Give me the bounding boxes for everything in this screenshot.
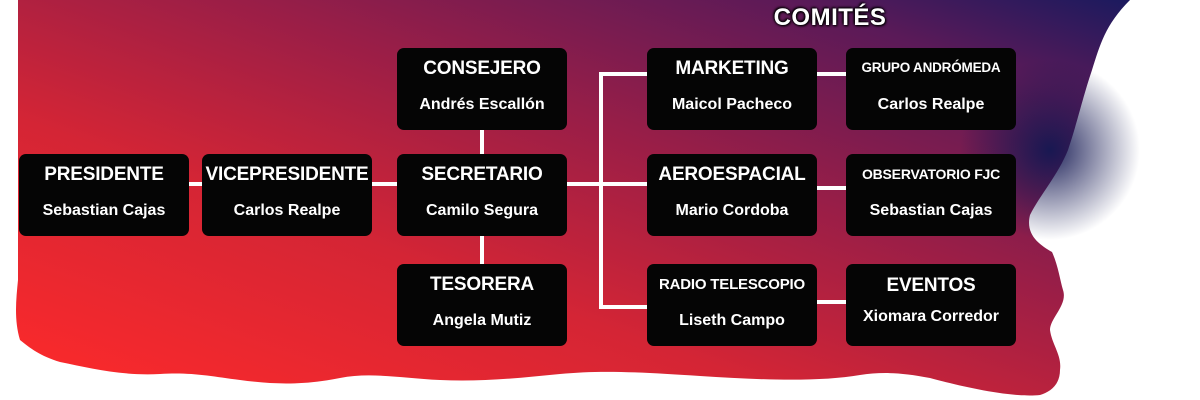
node-person: Sebastian Cajas [42,202,166,219]
node-role: TESORERA [430,274,534,295]
node-role: CONSEJERO [423,58,541,79]
node-presidente: PRESIDENTE Sebastian Cajas [19,154,189,236]
node-person: Maicol Pacheco [671,96,793,113]
node-person: Mario Cordoba [675,202,789,219]
node-person: Xiomara Corredor [862,308,1000,325]
node-person: Sebastian Cajas [869,202,993,219]
node-role: RADIO TELESCOPIO [659,276,805,293]
node-role: MARKETING [675,58,789,79]
node-role: SECRETARIO [421,164,543,185]
node-eventos: EVENTOS Xiomara Corredor [846,264,1016,346]
node-marketing: MARKETING Maicol Pacheco [647,48,817,130]
node-grupo-andromeda: GRUPO ANDRÓMEDA Carlos Realpe [846,48,1016,130]
node-person: Andrés Escallón [419,96,545,113]
node-consejero: CONSEJERO Andrés Escallón [397,48,567,130]
node-role: GRUPO ANDRÓMEDA [861,60,1001,75]
node-tesorera: TESORERA Angela Mutiz [397,264,567,346]
node-person: Liseth Campo [679,312,785,329]
node-role: EVENTOS [886,275,976,296]
node-role: PRESIDENTE [44,164,164,185]
committees-heading: COMITÉS [773,4,887,31]
node-observatorio-fjc: OBSERVATORIO FJC Sebastian Cajas [846,154,1016,236]
node-person: Carlos Realpe [877,96,985,113]
node-role: VICEPRESIDENTE [205,164,369,185]
node-role: AEROESPACIAL [658,164,806,185]
node-secretario: SECRETARIO Camilo Segura [397,154,567,236]
node-person: Angela Mutiz [432,312,532,329]
node-radio-telescopio: RADIO TELESCOPIO Liseth Campo [647,264,817,346]
node-person: Camilo Segura [425,202,539,219]
node-role: OBSERVATORIO FJC [861,166,1001,182]
node-person: Carlos Realpe [233,202,341,219]
node-vicepresidente: VICEPRESIDENTE Carlos Realpe [202,154,372,236]
node-aeroespacial: AEROESPACIAL Mario Cordoba [647,154,817,236]
